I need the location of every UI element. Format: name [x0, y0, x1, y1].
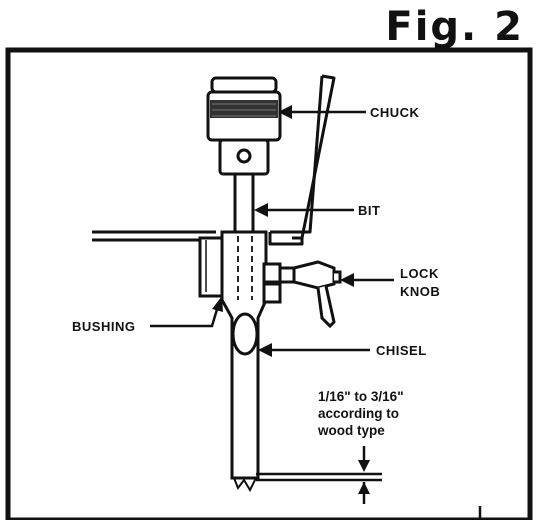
depth-gauge [256, 446, 482, 518]
label-chisel: CHISEL [376, 343, 427, 358]
chuck [206, 76, 282, 176]
fence [92, 230, 216, 242]
lever-rod [268, 74, 336, 246]
depth-note-line2: according to [318, 406, 399, 421]
label-bushing: BUSHING [72, 319, 135, 334]
leader-arrows [150, 105, 394, 357]
bit-shaft [233, 174, 255, 232]
label-lock: LOCK [400, 266, 439, 281]
figure-title: Fig. 2 [385, 4, 524, 50]
chisel-body [220, 230, 268, 493]
label-chuck: CHUCK [370, 105, 420, 120]
bushing [198, 236, 224, 298]
depth-note-line1: 1/16" to 3/16" [318, 389, 404, 404]
lock-knob [262, 260, 342, 329]
depth-note-line3: wood type [317, 423, 385, 438]
label-knob: KNOB [400, 284, 440, 299]
label-bit: BIT [358, 203, 380, 218]
diagram-frame [5, 47, 533, 520]
